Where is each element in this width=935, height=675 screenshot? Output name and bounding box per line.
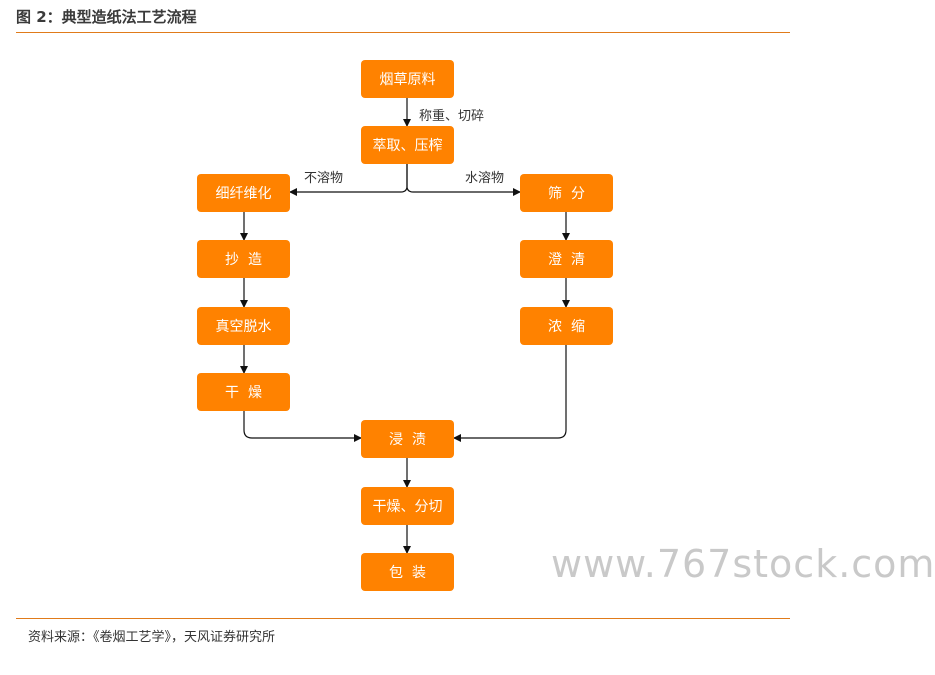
node-clarify: 澄 清 xyxy=(520,240,613,278)
node-impregnate: 浸 渍 xyxy=(361,420,454,458)
edge-dry-soak xyxy=(243,411,362,442)
watermark-text: www.767stock.com xyxy=(551,542,935,586)
node-concentrate: 浓 缩 xyxy=(520,307,613,345)
flow-connectors xyxy=(240,98,570,554)
node-extract-press: 萃取、压榨 xyxy=(361,126,454,164)
source-note: 资料来源：《卷烟工艺学》，天风证券研究所 xyxy=(28,630,276,645)
node-fine-fiber: 细纤维化 xyxy=(197,174,290,212)
edge-label-insoluble: 不溶物 xyxy=(304,171,344,186)
node-tobacco-raw: 烟草原料 xyxy=(361,60,454,98)
edge-concentrate-soak xyxy=(453,345,567,442)
node-vacuum-dewater: 真空脱水 xyxy=(197,307,290,345)
node-dry-cut: 干燥、分切 xyxy=(361,487,454,525)
edge-label-soluble: 水溶物 xyxy=(465,171,505,186)
node-packaging: 包 装 xyxy=(361,553,454,591)
node-drying: 干 燥 xyxy=(197,373,290,411)
figure-title: 图 2：典型造纸法工艺流程 xyxy=(16,8,197,26)
edge-label-weigh-cut: 称重、切碎 xyxy=(419,109,485,124)
edge-extract-sieve xyxy=(406,164,521,196)
bottom-divider xyxy=(16,618,790,619)
node-papermaking: 抄 造 xyxy=(197,240,290,278)
top-divider xyxy=(16,32,790,33)
node-sieve: 筛 分 xyxy=(520,174,613,212)
